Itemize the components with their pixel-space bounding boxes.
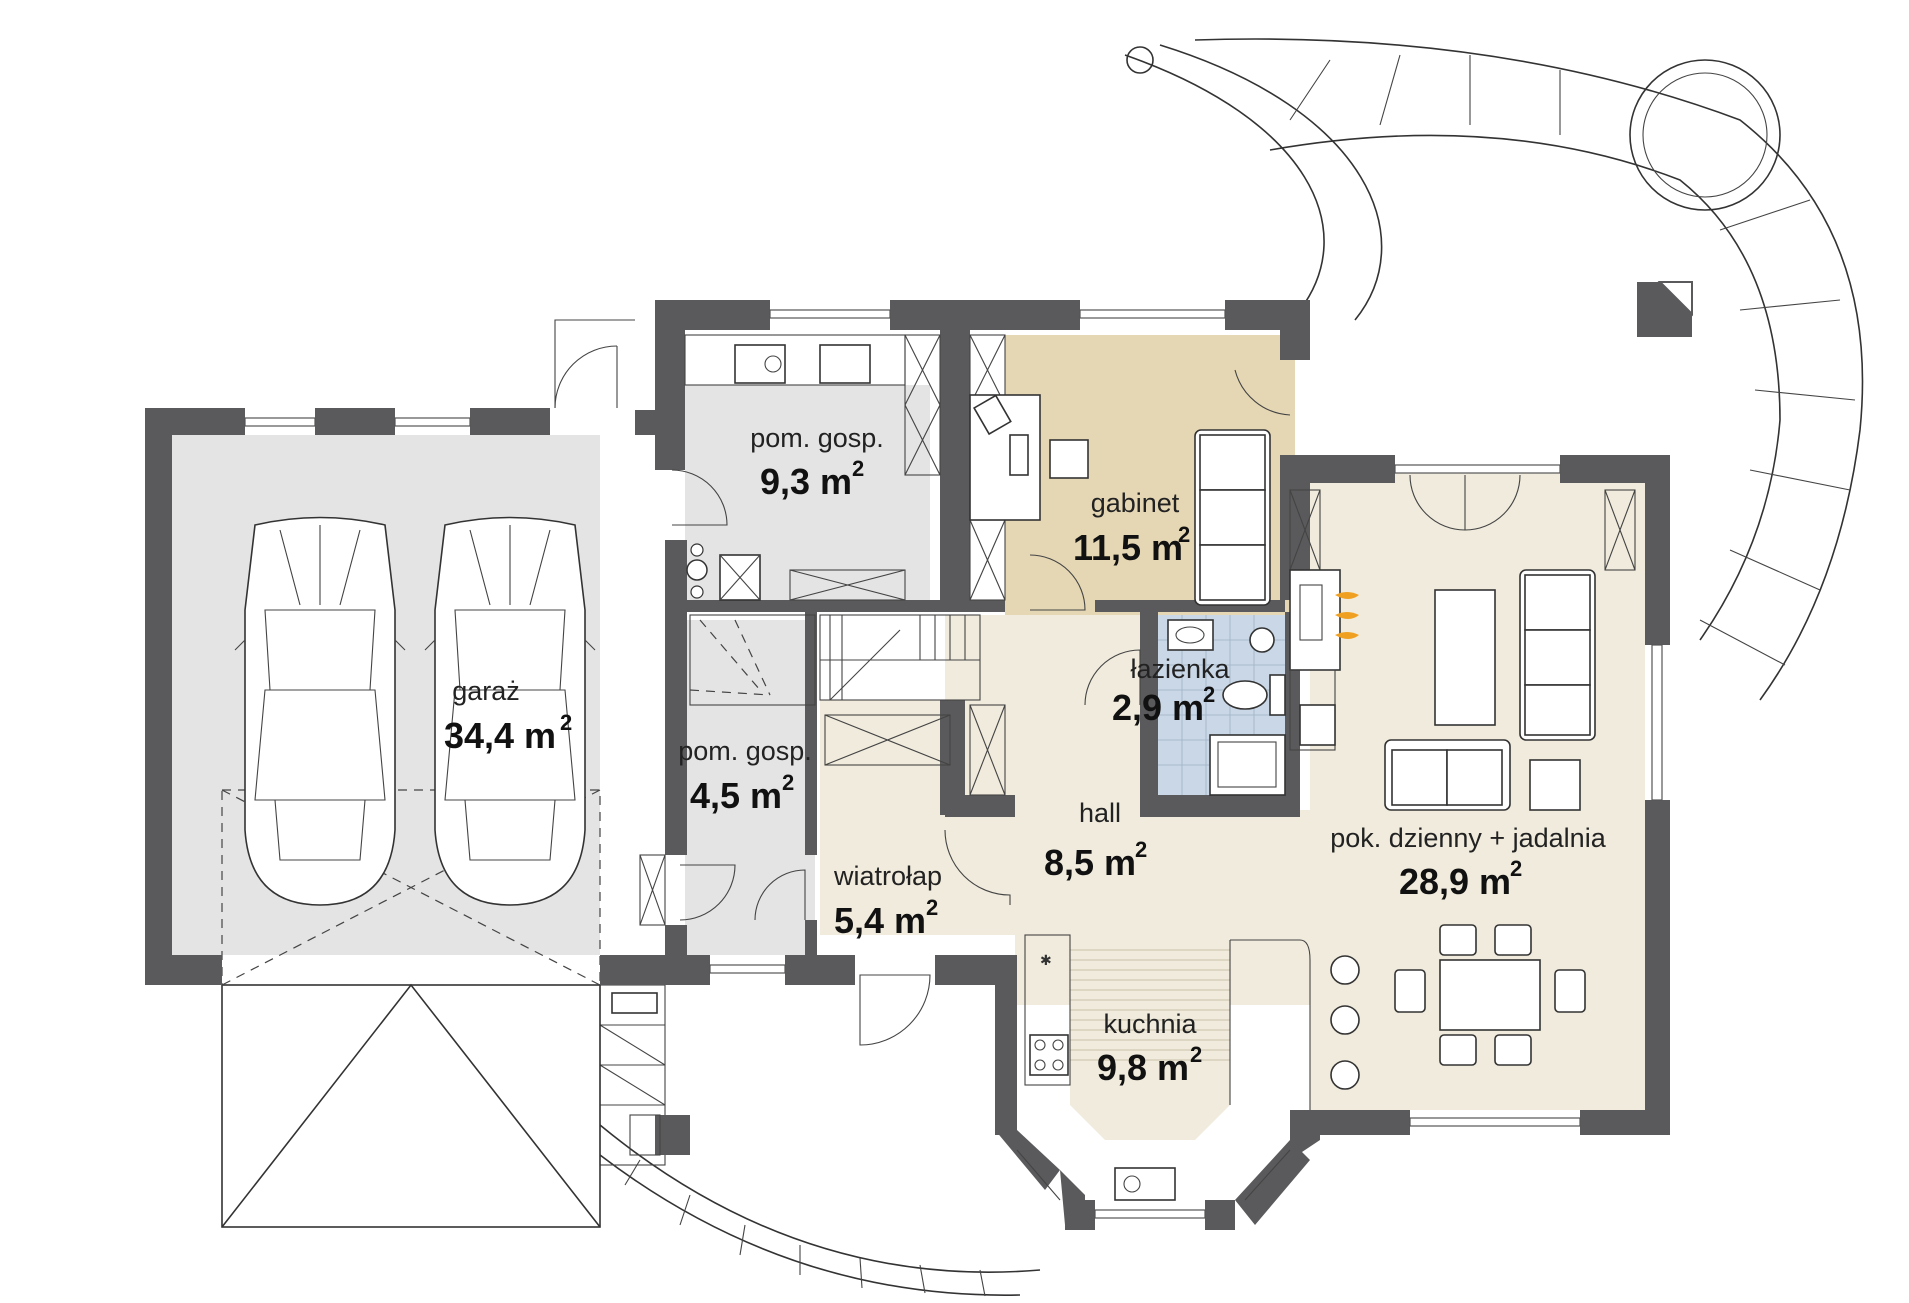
kitchen-floor-stripes bbox=[1070, 949, 1230, 1061]
room-name-utility-lower: pom. gosp. bbox=[678, 736, 812, 766]
label-living: pok. dzienny + jadalnia 28,9 m 2 bbox=[1330, 823, 1606, 902]
utility-lower-floor bbox=[685, 620, 815, 955]
room-name-hall: hall bbox=[1079, 798, 1121, 828]
room-area-hall: 8,5 m bbox=[1044, 842, 1136, 883]
label-utility-upper: pom. gosp. 9,3 m 2 bbox=[750, 423, 884, 502]
room-area-sup-vestibule: 2 bbox=[926, 895, 938, 920]
study-furniture bbox=[969, 334, 1271, 606]
kitchen-fixtures: ✱ bbox=[1024, 934, 1311, 1201]
label-garage: garaż 34,4 m 2 bbox=[444, 676, 572, 756]
room-name-kitchen: kuchnia bbox=[1103, 1009, 1197, 1039]
room-name-utility-upper: pom. gosp. bbox=[750, 423, 884, 453]
room-area-sup-utility-lower: 2 bbox=[782, 770, 794, 795]
room-area-study: 11,5 m bbox=[1073, 527, 1183, 568]
label-vestibule: wiatrołap 5,4 m 2 bbox=[833, 861, 942, 941]
doors bbox=[554, 319, 1521, 1046]
room-area-sup-bathroom: 2 bbox=[1203, 682, 1215, 707]
label-hall: hall 8,5 m 2 bbox=[1044, 798, 1147, 883]
room-area-sup-living: 2 bbox=[1510, 856, 1522, 881]
label-bathroom: łazienka 2,9 m 2 bbox=[1112, 654, 1231, 728]
room-name-living: pok. dzienny + jadalnia bbox=[1330, 823, 1606, 853]
room-area-kitchen: 9,8 m bbox=[1097, 1047, 1189, 1088]
car-left bbox=[234, 516, 406, 906]
label-study: gabinet 11,5 m 2 bbox=[1073, 488, 1190, 568]
room-name-vestibule: wiatrołap bbox=[833, 861, 942, 891]
svg-text:✱: ✱ bbox=[1040, 953, 1052, 969]
room-area-garage: 34,4 m bbox=[444, 715, 556, 756]
room-area-sup-utility-upper: 2 bbox=[852, 456, 864, 481]
label-utility-lower: pom. gosp. 4,5 m 2 bbox=[678, 736, 812, 816]
carport-roof bbox=[221, 983, 601, 1228]
floor-fills bbox=[170, 335, 1645, 1140]
room-name-garage: garaż bbox=[452, 676, 520, 706]
room-area-sup-hall: 2 bbox=[1135, 837, 1147, 862]
room-area-sup-study: 2 bbox=[1178, 522, 1190, 547]
room-area-vestibule: 5,4 m bbox=[834, 900, 926, 941]
room-area-utility-lower: 4,5 m bbox=[690, 775, 782, 816]
room-area-sup-kitchen: 2 bbox=[1190, 1042, 1202, 1067]
room-area-utility-upper: 9,3 m bbox=[760, 461, 852, 502]
front-entrance bbox=[599, 984, 1041, 1297]
room-area-bathroom: 2,9 m bbox=[1112, 687, 1204, 728]
car-right bbox=[424, 516, 596, 906]
utility-fixtures bbox=[665, 334, 941, 605]
bathroom-fixtures bbox=[1167, 619, 1286, 796]
kitchen-floor bbox=[1070, 945, 1230, 1140]
living-furniture bbox=[1289, 489, 1636, 1090]
lower-utility-cabinet bbox=[639, 854, 666, 926]
label-kitchen: kuchnia 9,8 m 2 bbox=[1097, 1009, 1202, 1088]
room-name-study: gabinet bbox=[1091, 488, 1180, 518]
staircase bbox=[689, 614, 1006, 796]
room-area-sup-garage: 2 bbox=[560, 710, 572, 735]
room-area-living: 28,9 m bbox=[1399, 861, 1511, 902]
terrace-arc bbox=[1124, 38, 1864, 701]
room-name-bathroom: łazienka bbox=[1130, 654, 1230, 684]
windows bbox=[244, 309, 1663, 1219]
